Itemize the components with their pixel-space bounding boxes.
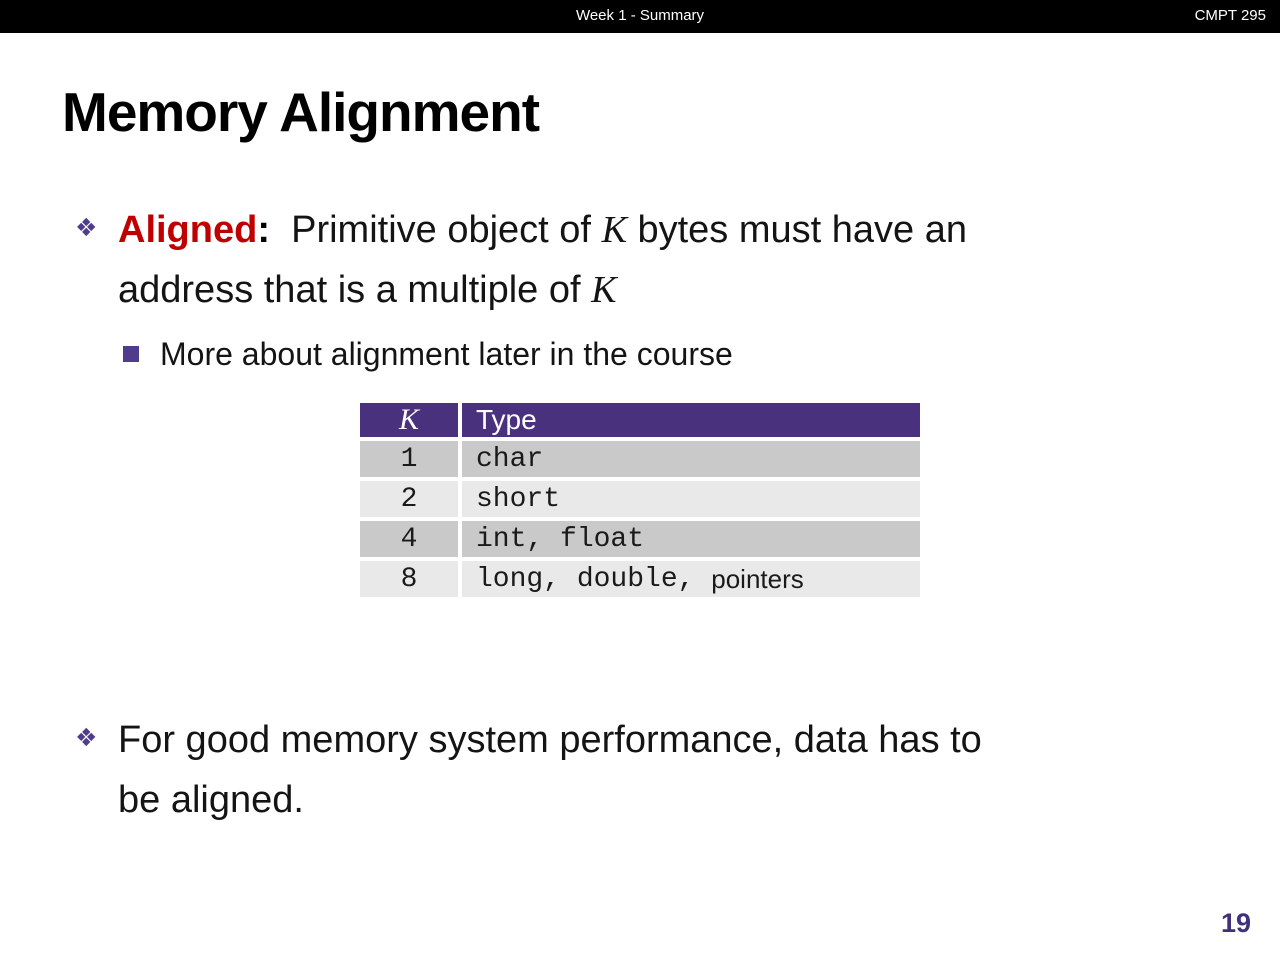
type-mono-text: long, double, [476, 563, 712, 595]
sub-bullet-text: More about alignment later in the course [160, 336, 733, 372]
bullet-text-segment: bytes must have an [626, 209, 967, 251]
bullet-performance: ❖ For good memory system performance, da… [75, 710, 982, 830]
bullet-performance-line1: For good memory system performance, data… [118, 719, 982, 761]
cell-type-value: int, float [462, 521, 920, 557]
cell-k-value: 8 [360, 561, 458, 597]
table-row: 1 char [360, 441, 920, 477]
table-row: 4 int, float [360, 521, 920, 557]
cell-type-value: char [462, 441, 920, 477]
math-variable-k: K [591, 269, 617, 311]
type-sans-text: pointers [711, 563, 804, 594]
header-cell-type: Type [462, 403, 920, 437]
aligned-keyword: Aligned [118, 209, 258, 251]
math-variable-k: K [601, 209, 627, 251]
bullet-aligned-line2: address that is a multiple of K [118, 260, 967, 320]
cell-type-value: long, double, pointers [462, 561, 920, 597]
slide-page-number: 19 [1220, 908, 1251, 938]
type-mono-text: char [476, 443, 544, 475]
sub-bullet-more-about-alignment: More about alignment later in the course [123, 334, 733, 374]
table-row: 2 short [360, 481, 920, 517]
cell-type-value: short [462, 481, 920, 517]
cell-k-value: 4 [360, 521, 458, 557]
bullet-aligned-definition: ❖ Aligned: Primitive object of K bytes m… [75, 200, 967, 320]
cell-k-value: 1 [360, 441, 458, 477]
type-mono-text: int, float [476, 523, 645, 555]
bullet-performance-text: For good memory system performance, data… [118, 710, 982, 830]
bullet-text-segment: Primitive object of [291, 209, 602, 251]
diamond-bullet-icon: ❖ [75, 213, 98, 242]
bullet-text-segment: address that is a multiple of [118, 269, 592, 311]
header-cell-k: K [360, 403, 458, 437]
cell-k-value: 2 [360, 481, 458, 517]
top-bar-course-code: CMPT 295 [1194, 7, 1266, 24]
top-bar-lecture-title: Week 1 - Summary [575, 7, 705, 24]
aligned-colon: : [257, 209, 292, 251]
diamond-bullet-icon: ❖ [75, 723, 98, 752]
square-bullet-icon [123, 346, 139, 362]
bullet-performance-line2: be aligned. [118, 779, 304, 821]
top-bar: Week 1 - Summary CMPT 295 [0, 0, 1280, 33]
alignment-table-header: K Type [360, 403, 920, 437]
bullet-aligned-text: Aligned: Primitive object of K bytes mus… [118, 200, 967, 320]
bullet-aligned-line1: Aligned: Primitive object of K bytes mus… [118, 200, 967, 260]
page-title: Memory Alignment [62, 81, 540, 143]
type-mono-text: short [476, 483, 561, 515]
